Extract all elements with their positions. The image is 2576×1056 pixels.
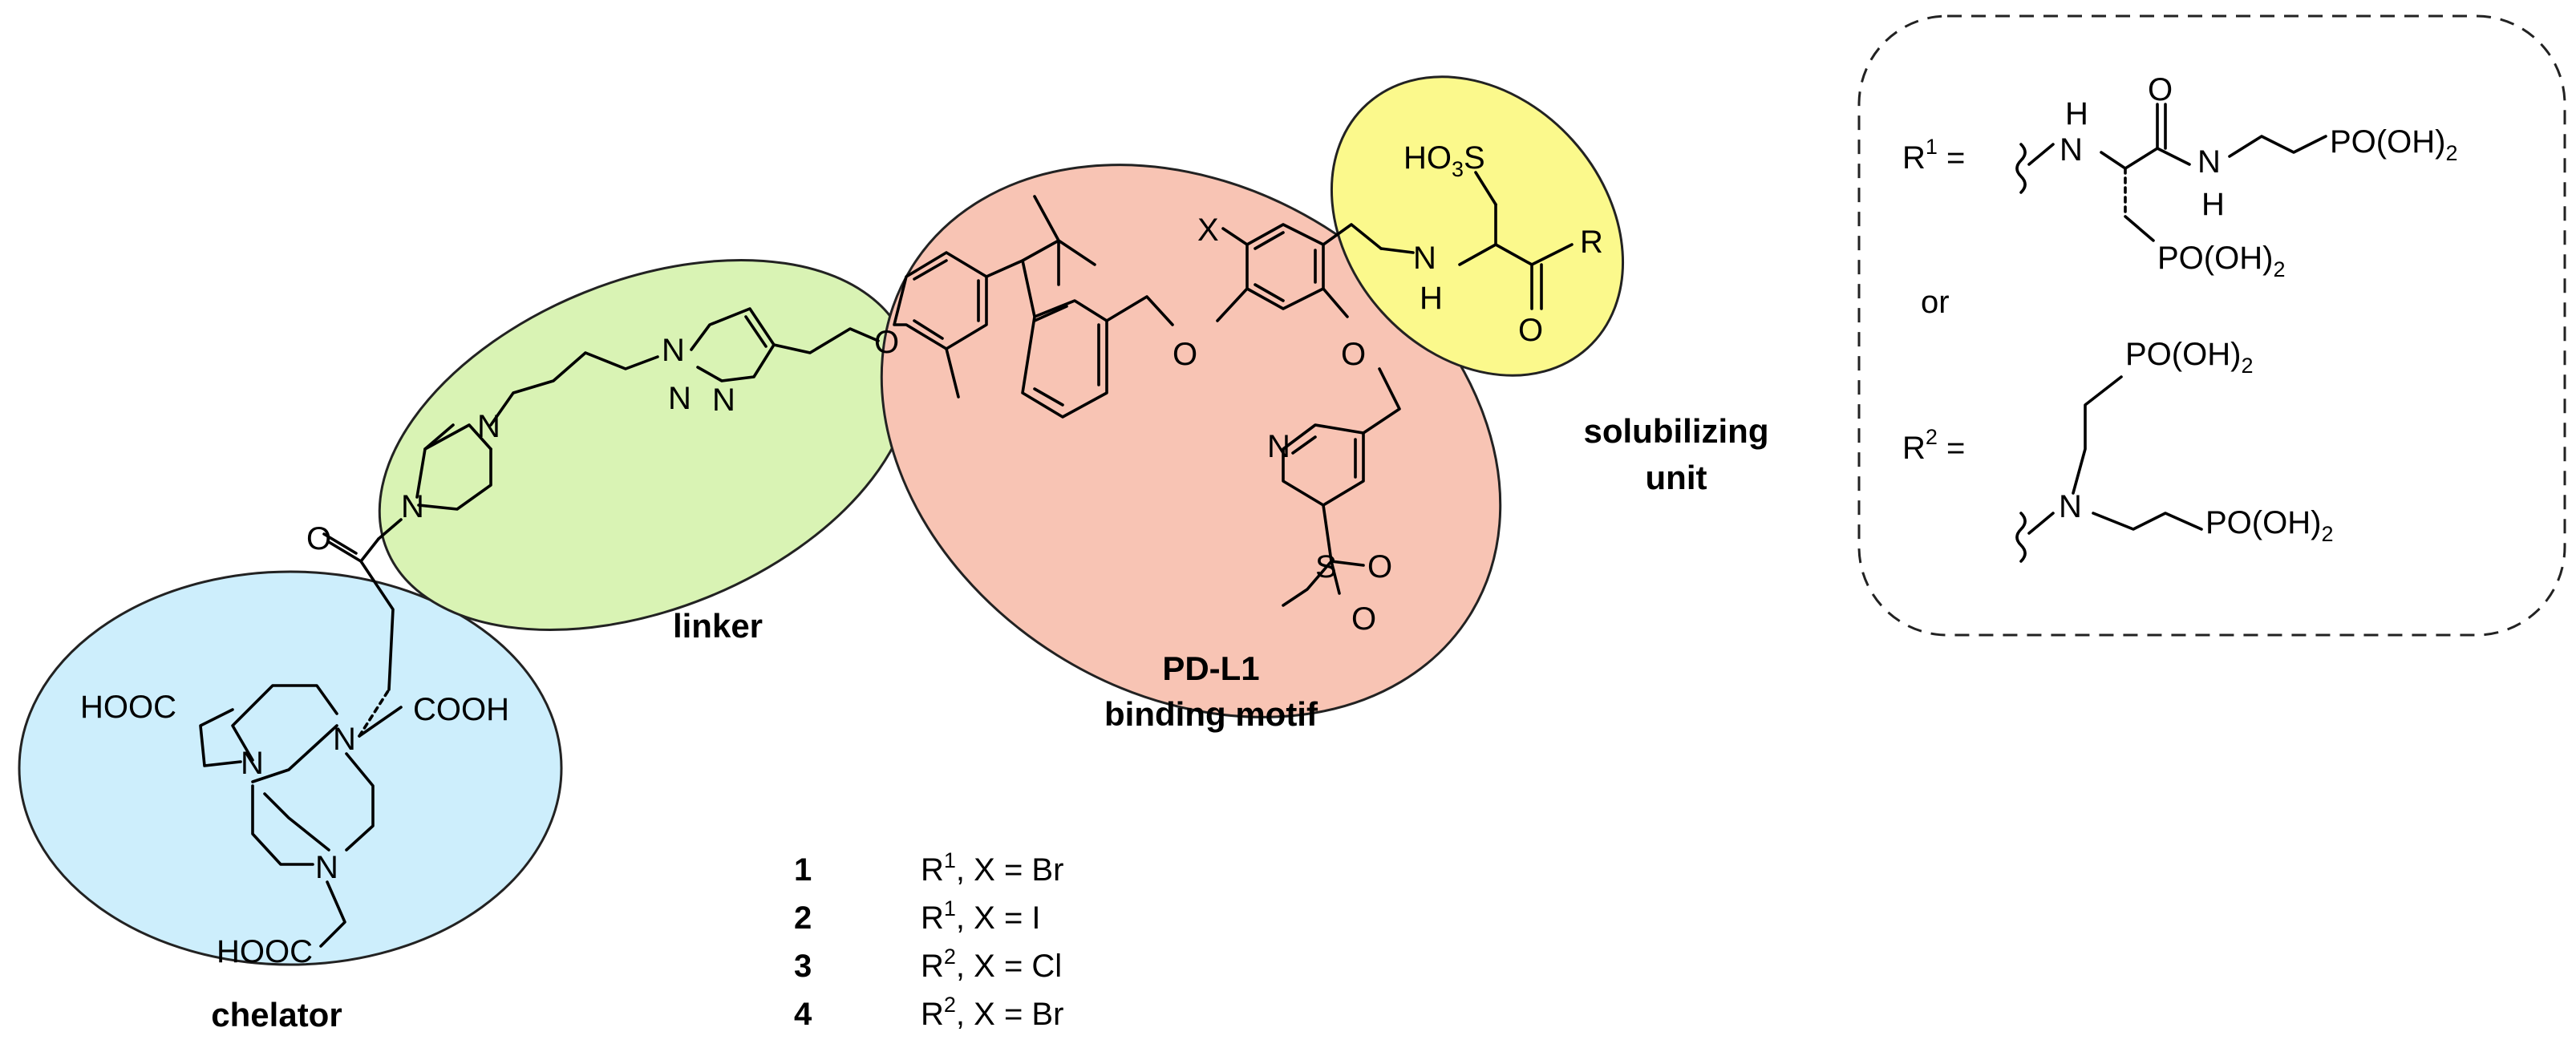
r2-po-bottom: PO(OH)2 [2205, 505, 2333, 546]
so3h-ho: HO [1403, 140, 1452, 176]
svg-text:R2, X = Br: R2, X = Br [921, 993, 1063, 1032]
chelator-label: chelator [211, 996, 342, 1034]
svg-text:R2, X = Cl: R2, X = Cl [921, 945, 1062, 984]
atom-n-triazole1: N [662, 333, 685, 368]
binding-motif-structure [893, 195, 1401, 607]
atom-n-piperazine2: N [477, 409, 500, 444]
r2-po-top: PO(OH)2 [2125, 337, 2253, 378]
compound-row: 2 R1, X = I [794, 896, 1041, 936]
svg-text:R1, X = I: R1, X = I [921, 896, 1041, 936]
atom-n-ring3: N [315, 850, 338, 885]
atom-r-terminus: R [1580, 225, 1603, 260]
binding-motif-region [880, 164, 1502, 718]
binding-motif-label-line1: PD-L1 [1162, 649, 1259, 687]
r2-structure [2015, 375, 2203, 563]
atom-n-triazole3: N [712, 382, 735, 418]
binding-motif-label-line2: binding motif [1104, 695, 1318, 733]
atom-n-pyridine: N [1267, 429, 1290, 464]
atom-s-sulfonyl: S [1315, 549, 1337, 585]
compound-legend: 1 R1, X = Br 2 R1, X = I 3 R2, X = Cl 4 … [794, 848, 1063, 1032]
r2-label: R2 = [1902, 425, 1965, 466]
atom-o-amide: O [1518, 313, 1543, 348]
r-group-box [1857, 14, 2566, 637]
group-cooh: COOH [413, 692, 509, 727]
atom-o-ether1: O [874, 325, 899, 360]
atom-o-carbonyl: O [306, 521, 331, 556]
svg-text:2: 2 [794, 900, 812, 936]
atom-n-amide: N [1413, 241, 1436, 276]
atom-o-ether2: O [1173, 337, 1197, 372]
compound-row: 4 R2, X = Br [794, 993, 1063, 1032]
r1-label: R1 = [1902, 135, 1965, 176]
solubilizing-label-line2: unit [1646, 459, 1707, 496]
r1-structure [2015, 103, 2327, 242]
atom-o-ether3: O [1341, 337, 1366, 372]
or-label: or [1921, 285, 1950, 320]
svg-text:1: 1 [794, 852, 812, 888]
group-so3h: HO3S [1403, 140, 1485, 181]
atom-n-ring1: N [241, 746, 264, 781]
atom-n-piperazine1: N [401, 489, 424, 524]
atom-n-ring2: N [333, 722, 356, 757]
r1-po-main: PO(OH)2 [2330, 124, 2457, 165]
linker-structure [415, 307, 880, 511]
atom-o-sulfonyl1: O [1367, 549, 1392, 585]
r1-h2: H [2201, 187, 2225, 222]
so3h-s: S [1464, 140, 1485, 176]
r1-n2: N [2197, 144, 2221, 180]
atom-x-halogen: X [1197, 212, 1219, 248]
r1-o: O [2148, 72, 2173, 107]
svg-text:R1, X = Br: R1, X = Br [921, 848, 1063, 888]
r1-h1: H [2065, 96, 2088, 131]
group-hooc-bottom: HOOC [217, 934, 313, 969]
compound-row: 1 R1, X = Br [794, 848, 1063, 888]
so3h-sub: 3 [1452, 157, 1464, 181]
svg-text:4: 4 [794, 997, 812, 1032]
group-hooc-top: HOOC [80, 690, 176, 725]
svg-text:3: 3 [794, 949, 812, 984]
r1-n1: N [2060, 132, 2083, 168]
r2-n: N [2059, 489, 2082, 524]
solubilizing-structure [1379, 171, 1574, 310]
r1-po-side: PO(OH)2 [2157, 241, 2285, 281]
atom-h-amide: H [1420, 281, 1443, 316]
solubilizing-region [1330, 75, 1625, 377]
atom-n-triazole2: N [668, 381, 691, 416]
atom-o-sulfonyl2: O [1351, 601, 1376, 637]
cyclen-ring [199, 518, 403, 948]
solubilizing-label-line1: solubilizing [1584, 412, 1769, 450]
linker-label: linker [673, 607, 763, 645]
compound-row: 3 R2, X = Cl [794, 945, 1062, 984]
